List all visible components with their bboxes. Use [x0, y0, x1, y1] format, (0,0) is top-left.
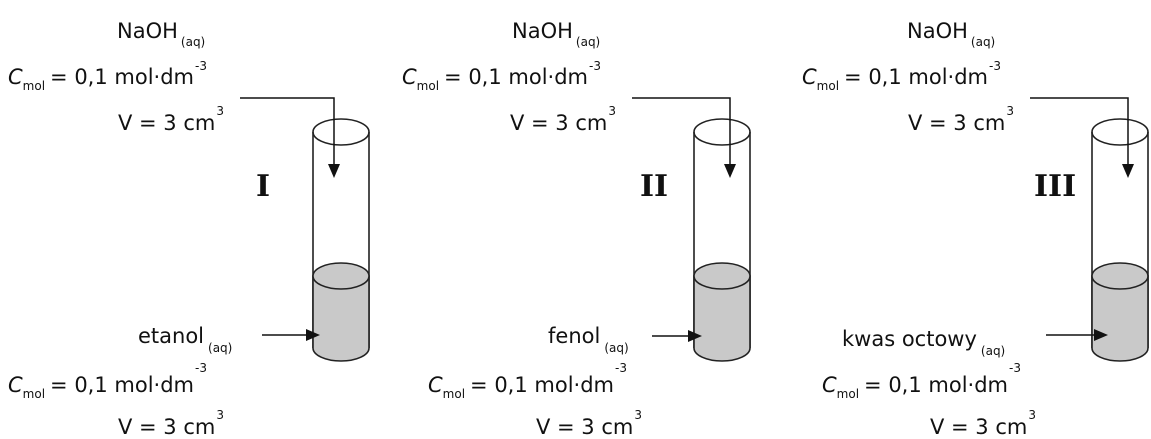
liquid-surface-3: [1091, 262, 1149, 290]
liquid-surface-1: [312, 262, 370, 290]
reagent-name-3: NaOH(aq): [907, 19, 995, 49]
tube-rim-1: [312, 118, 370, 146]
sample-name-1: etanol(aq): [138, 324, 232, 355]
tube-rim-2: [693, 118, 751, 146]
test-tube-3: [1091, 118, 1149, 362]
sample-name-2: fenol(aq): [548, 324, 629, 355]
sample-volume-1: V = 3 cm3: [118, 408, 224, 439]
reagent-arrow-2: [632, 97, 736, 178]
reagent-concentration-1: Cmol= 0,1 mol·dm-3: [8, 59, 207, 93]
setup-3: NaOH(aq) Cmol= 0,1 mol·dm-3 V = 3 cm3 II…: [802, 19, 1149, 439]
sample-concentration-3: Cmol= 0,1 mol·dm-3: [822, 361, 1021, 401]
reagent-volume-2: V = 3 cm3: [510, 104, 616, 135]
sample-arrow-3: [1046, 329, 1108, 341]
sample-arrow-2: [652, 330, 702, 342]
tube-numeral-2: II: [640, 169, 668, 204]
sample-concentration-2: Cmol= 0,1 mol·dm-3: [428, 361, 627, 401]
test-tube-2: [693, 118, 751, 362]
tube-numeral-3: III: [1034, 169, 1076, 204]
reagent-concentration-3: Cmol= 0,1 mol·dm-3: [802, 59, 1001, 93]
sample-name-3: kwas octowy(aq): [842, 327, 1005, 358]
reagent-volume-1: V = 3 cm3: [118, 104, 224, 135]
reagent-arrow-1: [240, 97, 340, 178]
reagent-concentration-2: Cmol= 0,1 mol·dm-3: [402, 59, 601, 93]
reagent-volume-3: V = 3 cm3: [908, 104, 1014, 135]
sample-concentration-1: Cmol= 0,1 mol·dm-3: [8, 361, 207, 401]
tube-rim-3: [1091, 118, 1149, 146]
tube-numeral-1: I: [256, 169, 270, 204]
reagent-arrow-3: [1030, 97, 1134, 178]
liquid-surface-2: [693, 262, 751, 290]
liquid-body-3: [1091, 275, 1149, 362]
setup-2: NaOH(aq) Cmol= 0,1 mol·dm-3 V = 3 cm3 II…: [402, 19, 751, 439]
sample-volume-2: V = 3 cm3: [536, 408, 642, 439]
liquid-body-1: [312, 275, 370, 362]
liquid-body-2: [693, 275, 751, 362]
reagent-name-1: NaOH(aq): [117, 19, 205, 49]
test-tube-1: [312, 118, 370, 362]
sample-volume-3: V = 3 cm3: [930, 408, 1036, 439]
reagent-name-2: NaOH(aq): [512, 19, 600, 49]
setup-1: NaOH(aq) Cmol= 0,1 mol·dm-3 V = 3 cm3 I: [8, 19, 370, 439]
sample-arrow-1: [262, 329, 320, 341]
